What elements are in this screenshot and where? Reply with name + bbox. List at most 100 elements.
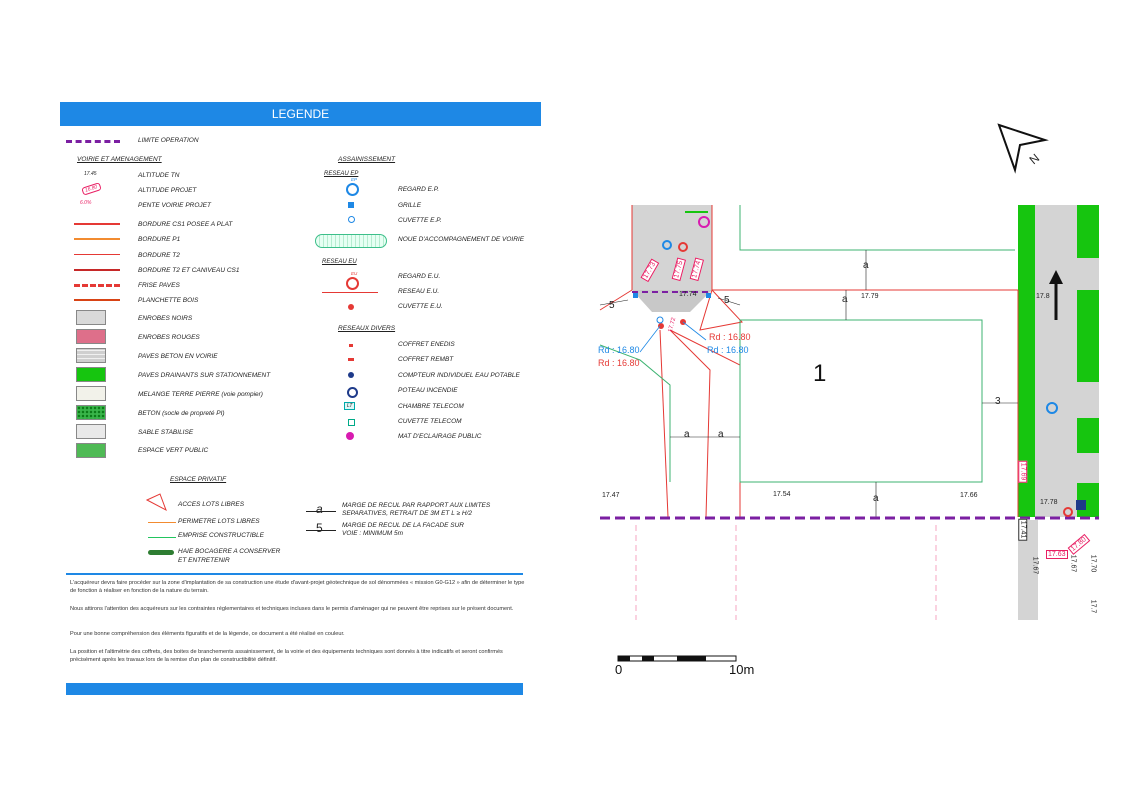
cuvette-ep-icon	[348, 216, 355, 223]
divers-item-3: POTEAU INCENDIE	[398, 387, 458, 394]
poteau-incendie-icon	[347, 387, 358, 398]
legend-bottom-bar	[66, 683, 523, 695]
sable-stabilise-swatch	[76, 424, 106, 439]
voirie-label-2: PENTE VOIRIE PROJET	[138, 202, 211, 209]
reseau-eu-label: RESEAU EU	[322, 259, 357, 265]
divers-item-0: COFFRET ENEDIS	[398, 341, 455, 348]
projet-side-3: 17.7	[1089, 599, 1097, 614]
marge-5-west: 5	[609, 300, 615, 311]
altitude-6: 17.8	[1036, 293, 1050, 300]
voirie-label-11: PAVES BETON EN VOIRIE	[138, 353, 218, 360]
altitude-1: 17.79	[861, 293, 879, 300]
altitude-4: 17.66	[960, 492, 978, 499]
divers-item-2: COMPTEUR INDIVIDUEL EAU POTABLE	[398, 372, 520, 379]
scale-seg-2	[642, 656, 654, 661]
regard-eu-map-icon	[678, 242, 688, 252]
voirie-label-12: PAVES DRAINANTS SUR STATIONNEMENT	[138, 372, 271, 379]
dim-west-5	[599, 299, 629, 306]
divers-item-5: CUVETTE TELECOM	[398, 418, 462, 425]
scale-end: 10m	[729, 662, 755, 677]
bordure-cs1-swatch	[74, 223, 120, 225]
marge-a-lot: a	[842, 294, 848, 305]
grille-map-icon-2	[706, 293, 711, 298]
ep-item-1: GRILLE	[398, 202, 422, 209]
mat-eclairage-icon	[346, 432, 354, 440]
voirie-header: VOIRIE ET AMENAGEMENT	[77, 156, 162, 163]
marge-3-right: 3	[995, 396, 1001, 407]
legend-title: LEGENDE	[271, 107, 330, 121]
cuvette-eu-map-icon-1	[658, 323, 664, 329]
regard-ep-road-icon	[1046, 402, 1058, 414]
regard-ep-icon	[346, 183, 359, 196]
west-lot-line	[659, 329, 669, 518]
projet-tag-6: 17.41	[1018, 518, 1028, 541]
marge-5-text-2: VOIE : MINIMUM 5m	[342, 530, 404, 537]
altitude-2: 17.47	[602, 492, 620, 499]
voirie-label-13: MELANGE TERRE PIERRE (voie pompier)	[138, 391, 263, 398]
limite-operation-swatch	[66, 140, 120, 143]
marge-a-text-2: SEPARATIVES, RETRAIT DE 3M ET L ≥ H/2	[342, 510, 472, 517]
altitude-3: 17.54	[773, 491, 791, 498]
marge-a-bottom: a	[873, 493, 879, 504]
ep-tag: EP	[351, 177, 358, 182]
upper-plot-boundary	[739, 205, 1015, 251]
bordure-t2-swatch	[74, 254, 120, 255]
perimetre-lots-swatch	[148, 522, 176, 523]
marge-a-top: a	[863, 260, 869, 271]
parking-bay-1	[1077, 258, 1099, 290]
voirie-label-1: ALTITUDE PROJET	[138, 187, 197, 194]
eu-item-1: RESEAU E.U.	[398, 288, 440, 295]
bordure-p1-swatch	[74, 238, 120, 240]
voirie-label-8: PLANCHETTE BOIS	[138, 297, 199, 304]
melange-terre-pierre-swatch	[76, 386, 106, 401]
projet-side-2: 17.70	[1089, 554, 1097, 573]
enrobes-noirs-swatch	[76, 310, 106, 325]
pente-sample: 6.0%	[80, 200, 92, 206]
altitude-tn-sample: 17.45	[84, 171, 97, 177]
projet-side-1: 17.67	[1069, 554, 1077, 573]
marge-5-line	[306, 530, 336, 531]
right-road-lower	[1018, 520, 1038, 620]
voirie-label-14: BETON (socle de propreté PI)	[138, 410, 225, 417]
cuvette-ep-map-icon	[656, 316, 664, 324]
lot-number: 1	[813, 360, 827, 387]
divers-item-4: CHAMBRE TELECOM	[398, 403, 464, 410]
emprise-constructible	[739, 319, 983, 483]
lot-access-boundary	[669, 329, 711, 518]
voirie-label-15: SABLE STABILISE	[138, 429, 194, 436]
privatif-item-4: ET ENTRETENIR	[178, 557, 230, 564]
assainissement-header: ASSAINISSEMENT	[338, 156, 396, 163]
frise-paves-swatch	[74, 284, 120, 287]
voirie-label-0: ALTITUDE TN	[138, 172, 180, 179]
legend-title-bar: LEGENDE	[60, 102, 541, 126]
cuvette-telecom-icon	[348, 419, 355, 426]
lot-left-boundary	[669, 329, 741, 517]
scale-seg-3	[677, 656, 706, 661]
coffret-enedis-icon	[349, 344, 353, 347]
enrobes-rouges-swatch	[76, 329, 106, 344]
grille-map-icon-1	[633, 293, 638, 298]
ep-item-3: NOUE D'ACCOMPAGNEMENT DE VOIRIE	[398, 236, 525, 243]
paves-drainants-swatch	[76, 367, 106, 382]
marge-5-symbol: 5	[316, 521, 323, 535]
haie-bocagere-icon	[148, 550, 174, 555]
reseau-ep-label: RESEAU EP	[324, 171, 359, 177]
west-boundary	[599, 289, 633, 311]
parking-bay-2	[1077, 382, 1099, 418]
limite-operation-label: LIMITE OPERATION	[138, 137, 199, 144]
mat-eclairage-map-icon	[698, 216, 710, 228]
notes-divider	[66, 573, 523, 575]
beton-swatch	[76, 405, 106, 420]
paves-beton-swatch	[76, 348, 106, 363]
dim-east-5	[717, 297, 741, 306]
divers-item-6: MAT D'ECLAIRAGE PUBLIC	[398, 433, 482, 440]
reseau-eu-swatch	[322, 292, 378, 293]
projet-side-0: 17.67	[1031, 556, 1039, 575]
voirie-label-7: FRISE PAVES	[138, 282, 180, 289]
voirie-label-4: BORDURE P1	[138, 236, 181, 243]
marge-5-text-1: MARGE DE RECUL DE LA FACADE SUR	[342, 522, 464, 529]
scale-start: 0	[615, 662, 623, 677]
marge-a-text-1: MARGE DE RECUL PAR RAPPORT AUX LIMITES	[342, 502, 491, 509]
north-arrow-icon	[997, 123, 1049, 174]
